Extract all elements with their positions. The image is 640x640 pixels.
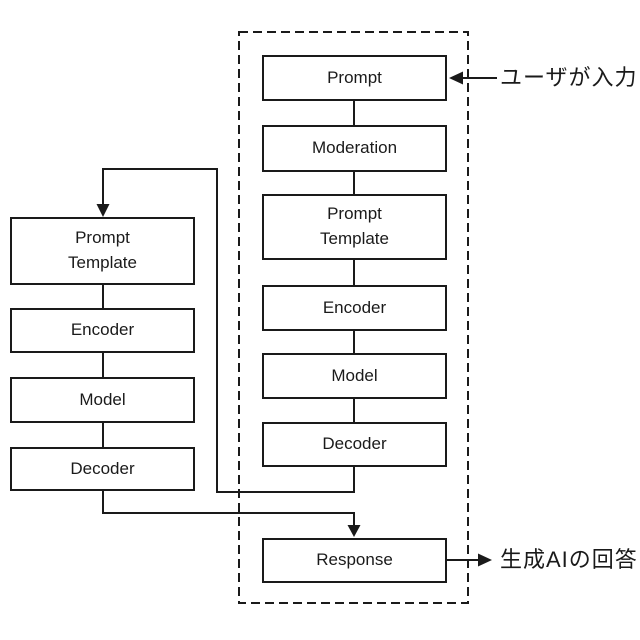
ai-answer-label: 生成AIの回答 xyxy=(500,547,638,572)
arrowhead-output xyxy=(478,553,492,567)
node-encoder: Encoder xyxy=(262,285,447,331)
connector-decoder-to-sub-prompt-template xyxy=(102,168,355,493)
node-model: Model xyxy=(262,353,447,399)
node-prompt: Prompt xyxy=(262,55,447,101)
arrowhead-into-response xyxy=(347,525,361,537)
node-sub-model: Model xyxy=(10,377,195,423)
arrowhead-into-prompt xyxy=(449,71,463,85)
connector-sub-decoder-to-response xyxy=(102,491,355,526)
node-decoder: Decoder xyxy=(262,422,447,467)
arrowhead-into-sub-prompt-template xyxy=(96,204,110,217)
node-moderation: Moderation xyxy=(262,125,447,172)
pipeline-dashed-boundary xyxy=(238,31,469,604)
node-sub-prompt-template: Prompt Template xyxy=(10,217,195,285)
node-response: Response xyxy=(262,538,447,583)
node-sub-decoder: Decoder xyxy=(10,447,195,491)
node-prompt-template: Prompt Template xyxy=(262,194,447,260)
node-sub-encoder: Encoder xyxy=(10,308,195,353)
user-input-label: ユーザが入力 xyxy=(500,65,638,90)
